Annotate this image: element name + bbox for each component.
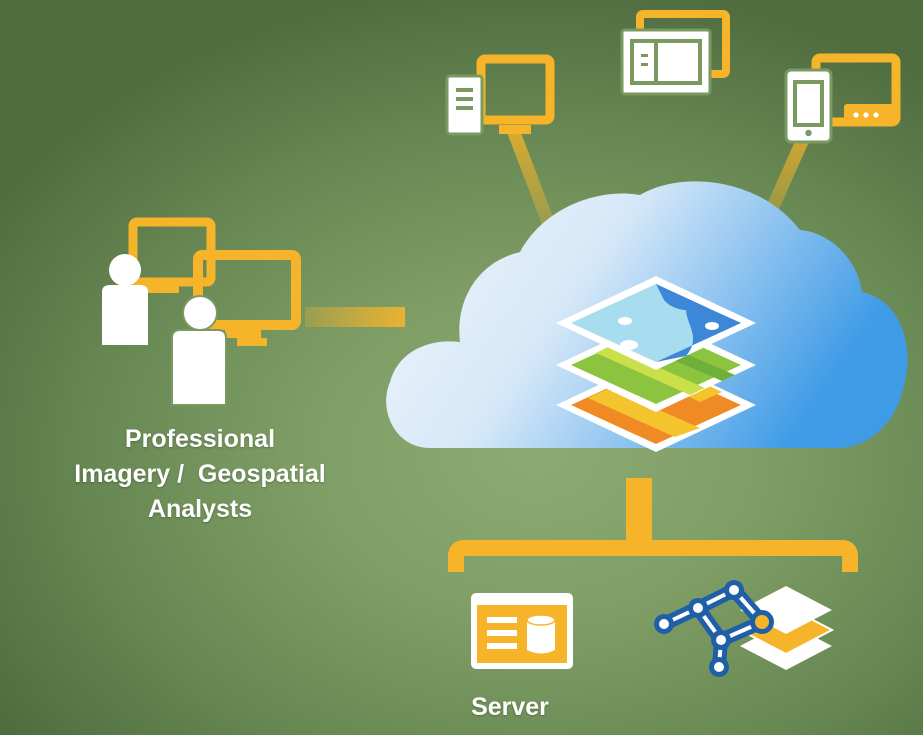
network-layers-icon — [654, 580, 835, 677]
connector-desktop — [506, 127, 555, 225]
connector-server-bracket — [448, 540, 858, 572]
map-layers-stack-icon — [556, 276, 756, 452]
analysts-at-monitors-icon — [102, 217, 301, 406]
analysts-label-line-1: Professional — [124, 425, 276, 453]
server-label: Server — [471, 693, 549, 721]
tablet-icon — [620, 10, 730, 96]
analysts-label: Professional Imagery / Geospatial Analys… — [30, 422, 370, 527]
analysts-label-line-2: Imagery / Geospatial — [74, 460, 326, 488]
analysts-label-line-3: Analysts — [147, 495, 253, 523]
server-database-icon — [471, 593, 573, 669]
phone-and-tablet-icon — [784, 53, 901, 144]
desktop-computer-icon — [445, 54, 555, 136]
connector-analysts — [305, 307, 405, 327]
